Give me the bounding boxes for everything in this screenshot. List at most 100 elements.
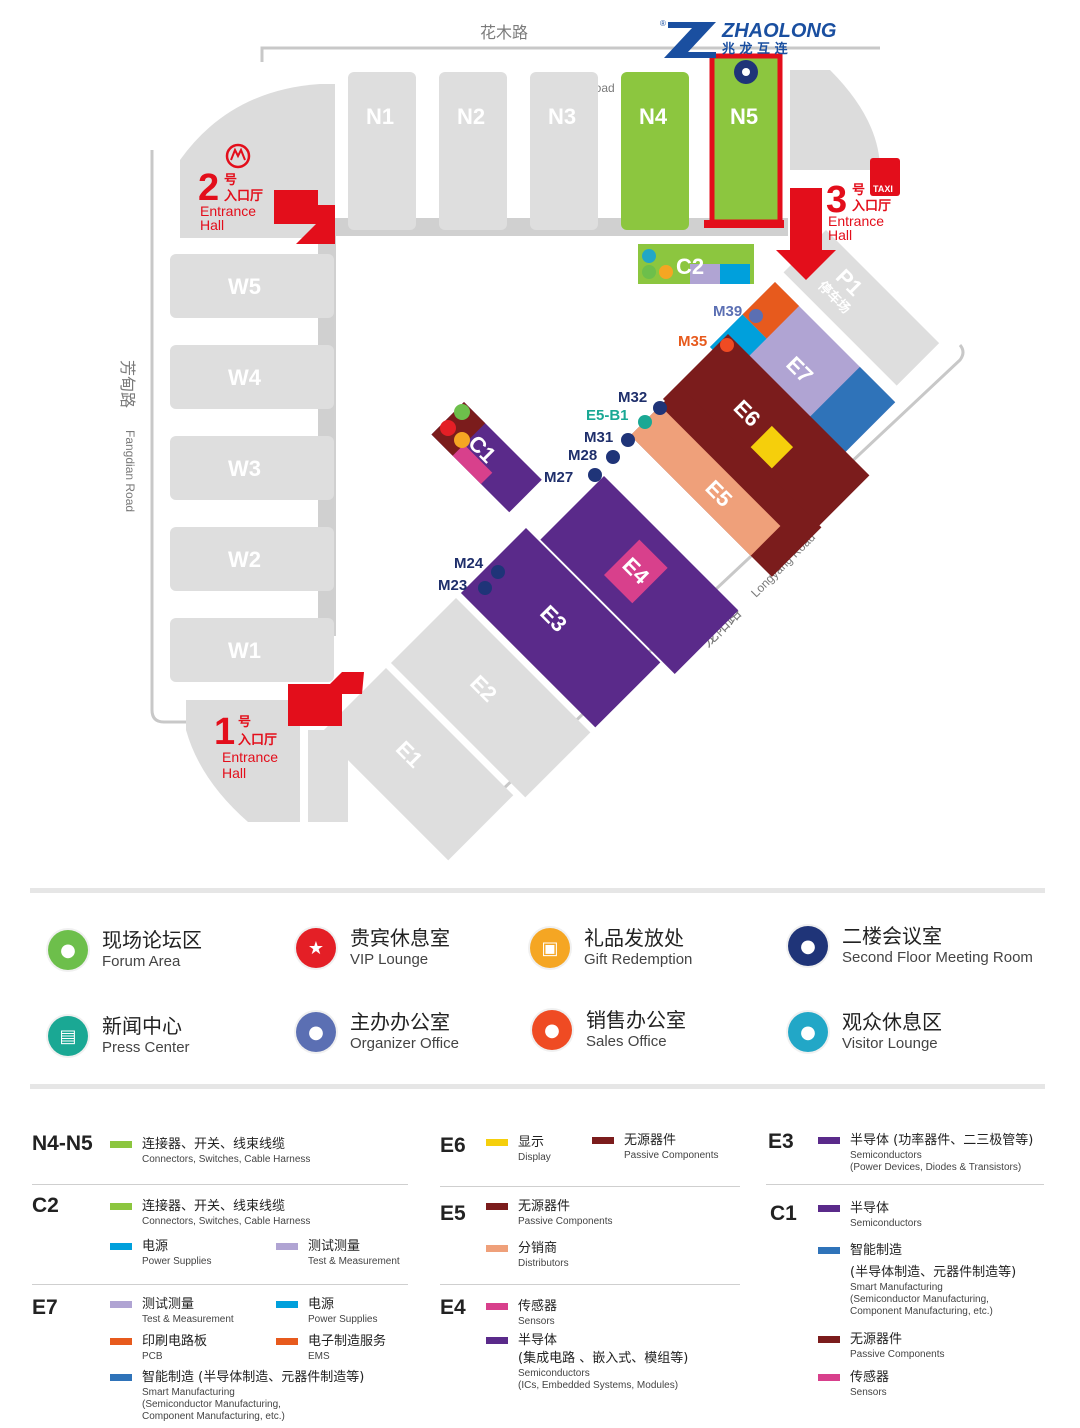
svg-text:Entrance: Entrance: [828, 213, 884, 229]
svg-text:M24: M24: [454, 555, 484, 572]
svg-text:兆 龙 互 连: 兆 龙 互 连: [722, 41, 789, 57]
hall-w3[interactable]: W3: [170, 436, 334, 500]
sep-c2-1: [440, 1186, 740, 1187]
hall-n2[interactable]: N2: [439, 72, 507, 230]
organizer-icon: ●: [296, 1012, 336, 1052]
svg-text:W4: W4: [228, 365, 262, 390]
hall-e2[interactable]: E2: [390, 598, 591, 798]
svg-text:2: 2: [198, 167, 219, 209]
zone-c1-title: C1: [770, 1202, 797, 1225]
hall-n5[interactable]: N5: [704, 53, 784, 228]
svg-text:M31: M31: [584, 429, 613, 446]
svg-text:N4: N4: [639, 104, 668, 129]
entrance-1[interactable]: 1 号 入口厅 Entrance Hall: [214, 672, 364, 781]
press-icon: ▤: [48, 1016, 88, 1056]
svg-text:Hall: Hall: [222, 765, 246, 781]
meeting-tag-m28[interactable]: M28: [568, 447, 620, 464]
zone-e4-cat-1: 半导体 (集成电路 、嵌入式、模组等) Semiconductors (ICs,…: [486, 1332, 688, 1392]
visitor-icon: ●: [788, 1012, 828, 1052]
entrance-3-arrow: [776, 188, 836, 280]
zone-e3-title: E3: [768, 1130, 794, 1153]
hall-e4[interactable]: E4: [540, 476, 739, 674]
hall-p1[interactable]: P1 停车场: [783, 230, 940, 386]
svg-text:M39: M39: [713, 303, 742, 320]
road-west-en: Fangdian Road: [123, 430, 137, 512]
hall-w4[interactable]: W4: [170, 345, 334, 409]
meeting-tag-m27[interactable]: M27: [544, 468, 602, 486]
hall-n4[interactable]: N4: [621, 72, 689, 230]
svg-text:号: 号: [238, 715, 251, 730]
hall-c2[interactable]: C2: [638, 244, 754, 284]
svg-text:ZHAOLONG: ZHAOLONG: [721, 20, 836, 42]
sep-c1-2: [32, 1284, 408, 1285]
hall-e3[interactable]: E3: [460, 528, 661, 728]
zone-e6-title: E6: [440, 1134, 466, 1157]
svg-text:C2: C2: [676, 254, 704, 279]
forum-area-icon: [642, 265, 656, 279]
divider-top: [30, 888, 1045, 893]
road-west-label: 芳甸路: [118, 360, 137, 408]
svg-text:W2: W2: [228, 547, 261, 572]
zone-n4n5-title: N4-N5: [32, 1132, 93, 1155]
svg-text:Entrance: Entrance: [222, 749, 278, 765]
zone-e7-cat-4: 智能制造 (半导体制造、元器件制造等) Smart Manufacturing …: [110, 1369, 364, 1423]
zhaolong-logo: ® ZHAOLONG 兆 龙 互 连: [660, 19, 836, 58]
entrance-2[interactable]: 2 号 入口厅 Entrance Hall: [198, 143, 335, 244]
svg-text:M27: M27: [544, 469, 573, 486]
meeting-tag-m32[interactable]: M32: [618, 389, 667, 415]
meeting-tag-m31[interactable]: M31: [584, 429, 635, 447]
svg-text:M32: M32: [618, 389, 647, 406]
hall-e5[interactable]: E5: [630, 386, 822, 577]
meeting-tag-m39[interactable]: M39: [713, 303, 763, 323]
hall-e6[interactable]: E6: [662, 334, 870, 541]
hall-e1[interactable]: E1: [320, 668, 514, 861]
meeting-tag-m24[interactable]: M24: [454, 555, 505, 579]
svg-text:Hall: Hall: [200, 217, 224, 233]
hall-w5[interactable]: W5: [170, 254, 334, 318]
hall-c1[interactable]: C1: [431, 402, 542, 513]
svg-text:N1: N1: [366, 104, 394, 129]
zone-e4-title: E4: [440, 1296, 466, 1319]
svg-text:M35: M35: [678, 333, 707, 350]
c1-forum-icon: [454, 404, 470, 420]
svg-text:N5: N5: [730, 104, 758, 129]
svg-text:W3: W3: [228, 456, 261, 481]
meeting-tag-m35[interactable]: M35: [678, 333, 734, 352]
zone-c1-cat-1: 智能制造 (半导体制造、元器件制造等) Smart Manufacturing …: [818, 1242, 1016, 1318]
entrance-3[interactable]: TAXI 3 号 入口厅 Entrance Hall: [776, 158, 900, 280]
gift-icon: [659, 265, 673, 279]
meeting-tag-m23[interactable]: M23: [438, 577, 492, 595]
svg-text:Entrance: Entrance: [200, 203, 256, 219]
sep-c2-2: [440, 1284, 740, 1285]
svg-text:®: ®: [660, 19, 666, 28]
hall-w1[interactable]: W1: [170, 618, 334, 682]
taxi-icon: [870, 158, 900, 196]
sales-icon: ●: [532, 1010, 572, 1050]
meeting-tag-e5-b1[interactable]: E5-B1: [586, 407, 652, 429]
hall-n1[interactable]: N1: [348, 72, 416, 230]
hall-w2[interactable]: W2: [170, 527, 334, 591]
hall-n3[interactable]: N3: [530, 72, 598, 230]
svg-text:E5-B1: E5-B1: [586, 407, 629, 424]
gift-icon: ▣: [530, 928, 570, 968]
svg-text:1: 1: [214, 711, 235, 753]
svg-text:W1: W1: [228, 638, 261, 663]
divider-bottom: [30, 1084, 1045, 1089]
svg-text:N2: N2: [457, 104, 485, 129]
svg-text:N3: N3: [548, 104, 576, 129]
entrance-2-arrow: [274, 190, 335, 244]
